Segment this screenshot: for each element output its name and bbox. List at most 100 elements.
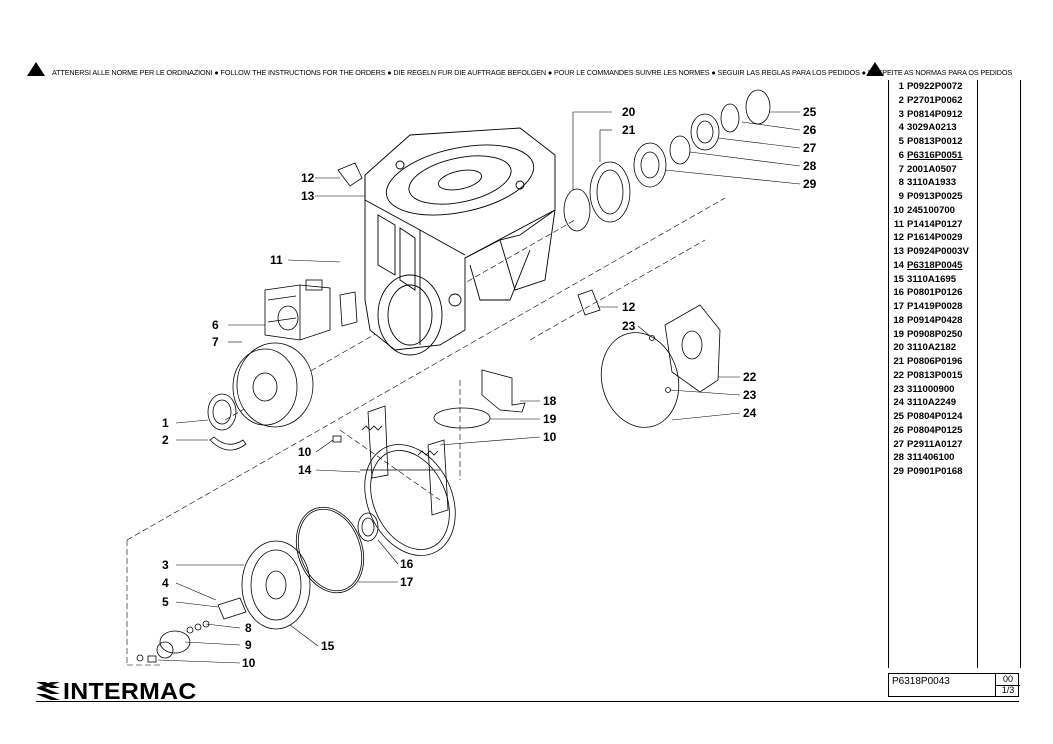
part-code: P0924P0003V bbox=[907, 246, 969, 257]
part-number: 21 bbox=[893, 356, 904, 367]
callout-10-left: 10 bbox=[298, 445, 312, 459]
callout-10-bottom: 10 bbox=[242, 656, 256, 670]
callout-27: 27 bbox=[803, 141, 817, 155]
flange-3 bbox=[241, 540, 311, 630]
callout-9: 9 bbox=[245, 638, 252, 652]
part-number: 25 bbox=[893, 411, 904, 422]
ring-2 bbox=[209, 436, 247, 451]
part-code: 245100700 bbox=[907, 204, 956, 216]
callout-17: 17 bbox=[400, 575, 414, 589]
seal-17 bbox=[295, 506, 365, 594]
part-code: 2001A0507 bbox=[907, 163, 957, 175]
part-code: 311000900 bbox=[907, 383, 955, 395]
part-code: P0801P0126 bbox=[907, 287, 963, 299]
block-11 bbox=[339, 291, 358, 327]
part-code: P0813P0012 bbox=[907, 136, 963, 147]
warning-triangle-left-icon bbox=[27, 62, 45, 76]
callout-18: 18 bbox=[543, 394, 557, 408]
part-number: 5 bbox=[898, 136, 904, 147]
callout-26: 26 bbox=[803, 123, 817, 137]
part-code: P0814P0912 bbox=[907, 108, 963, 120]
bracket-top bbox=[337, 162, 363, 187]
cover-19 bbox=[433, 407, 491, 429]
part-number: 10 bbox=[893, 204, 904, 216]
part-code: P0914P0428 bbox=[907, 314, 963, 326]
callout-2: 2 bbox=[162, 433, 169, 447]
o-ring-24 bbox=[600, 332, 680, 428]
part-number: 4 bbox=[898, 122, 904, 134]
bracket-right bbox=[577, 289, 601, 316]
callout-4: 4 bbox=[162, 576, 169, 590]
callout-25: 25 bbox=[803, 105, 817, 119]
part-code: P2911A0127 bbox=[907, 438, 963, 450]
part-code[interactable]: P6318P0045 bbox=[907, 259, 963, 271]
sheet-number: 1/3 bbox=[995, 685, 1020, 696]
part-code: P2701P0062 bbox=[907, 94, 963, 106]
part-code: P0806P0196 bbox=[907, 356, 963, 367]
part-code: 3110A2249 bbox=[907, 397, 957, 409]
title-block: P6318P0043 00 1/3 bbox=[888, 673, 1020, 697]
callout-10-right: 10 bbox=[543, 430, 557, 444]
callout-21: 21 bbox=[622, 123, 636, 137]
part-number: 2 bbox=[898, 94, 904, 106]
carriage-14 bbox=[360, 405, 456, 556]
cover-plate-22 bbox=[664, 304, 721, 393]
callout-29: 29 bbox=[803, 177, 817, 191]
part-number: 28 bbox=[893, 452, 904, 464]
callout-28: 28 bbox=[803, 159, 817, 173]
support-18 bbox=[481, 369, 526, 413]
main-housing bbox=[364, 127, 556, 356]
part-code: 311406100 bbox=[907, 452, 955, 464]
part-number: 23 bbox=[893, 383, 904, 395]
callout-12: 12 bbox=[301, 171, 315, 185]
intermac-logo: INTERMAC bbox=[36, 678, 196, 704]
motor-6 bbox=[264, 279, 331, 341]
part-number: 12 bbox=[893, 232, 904, 244]
warning-triangle-right-icon bbox=[866, 62, 884, 76]
callout-3: 3 bbox=[162, 558, 169, 572]
part-code: 3029A0213 bbox=[907, 122, 957, 134]
order-instructions-text: ATTENERSI ALLE NORME PER LE ORDINAZIONI … bbox=[52, 68, 1013, 77]
ring-16 bbox=[357, 512, 379, 542]
part-number: 11 bbox=[893, 218, 904, 230]
part-number: 17 bbox=[893, 301, 904, 312]
part-number: 20 bbox=[893, 342, 904, 354]
part-number: 6 bbox=[898, 149, 904, 161]
part-code: P1419P0028 bbox=[907, 301, 963, 312]
callout-8: 8 bbox=[245, 621, 252, 635]
bearing-1 bbox=[207, 393, 237, 431]
callout-15: 15 bbox=[321, 639, 335, 653]
part-number: 19 bbox=[893, 328, 904, 340]
callout-16: 16 bbox=[400, 557, 414, 571]
callout-6: 6 bbox=[212, 318, 219, 332]
part-number: 14 bbox=[893, 259, 904, 271]
parts-list-divider bbox=[977, 80, 978, 668]
part-code[interactable]: P6316P0051 bbox=[907, 149, 963, 161]
footer-rule bbox=[36, 701, 1019, 702]
part-number: 22 bbox=[893, 369, 904, 381]
part-number: 15 bbox=[893, 273, 904, 285]
callout-7: 7 bbox=[212, 335, 219, 349]
part-number: 3 bbox=[898, 108, 904, 120]
callout-5: 5 bbox=[162, 595, 169, 609]
part-number: 16 bbox=[893, 287, 904, 299]
